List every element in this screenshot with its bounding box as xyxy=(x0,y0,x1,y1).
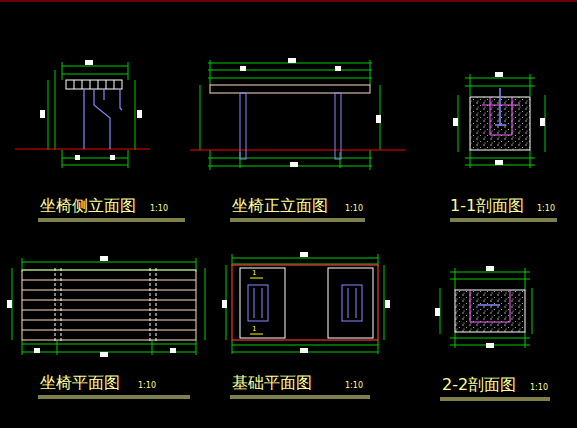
view-title: 基础平面图 xyxy=(232,375,312,391)
scale: 1:10 xyxy=(530,384,548,392)
section-marker: 1 xyxy=(252,326,256,333)
view-title: 坐椅正立面图 xyxy=(232,198,328,214)
scale: 1:10 xyxy=(150,205,168,213)
scale: 1:10 xyxy=(345,382,363,390)
view-title: 1-1剖面图 xyxy=(450,198,524,214)
section-marker: 1 xyxy=(252,270,256,277)
scale: 1:10 xyxy=(537,205,555,213)
scale: 1:10 xyxy=(345,205,363,213)
view-title: 坐椅侧立面图 xyxy=(40,198,136,214)
view-title: 2-2剖面图 xyxy=(442,377,516,393)
view-title: 坐椅平面图 xyxy=(40,375,120,391)
scale: 1:10 xyxy=(138,382,156,390)
